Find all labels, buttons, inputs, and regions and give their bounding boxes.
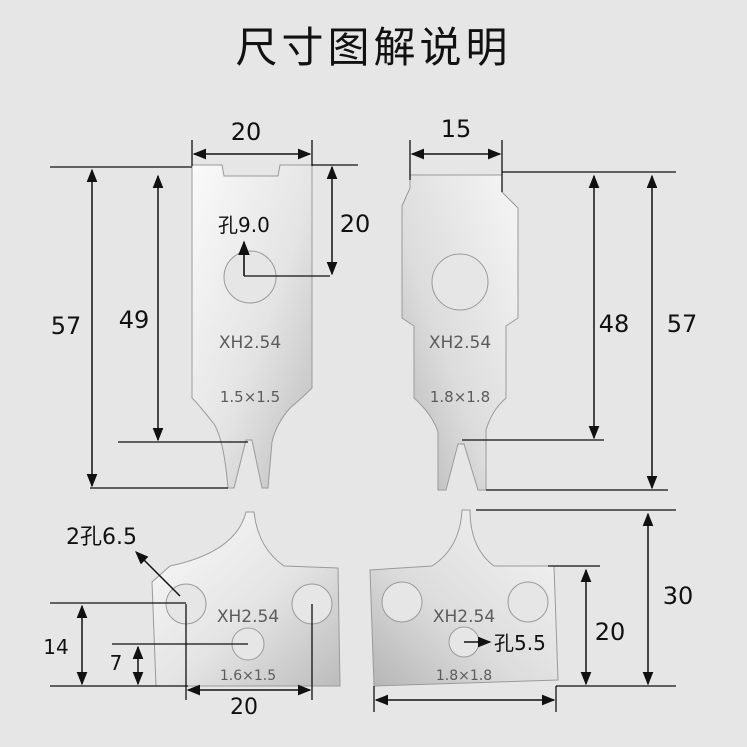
blade-top-right-model: XH2.54 xyxy=(429,333,491,353)
blade-bottom-left: XH2.54 1.6×1.5 2孔6.5 14 7 20 xyxy=(43,511,341,720)
blade-top-right-hole xyxy=(431,253,489,311)
blade-top-right-dim-slot: 48 xyxy=(599,310,630,338)
blade-bottom-left-dim-width: 20 xyxy=(230,695,258,720)
blade-top-left-size: 1.5×1.5 xyxy=(220,388,280,406)
blade-top-right-dim-total: 57 xyxy=(667,310,698,338)
blade-top-right-size: 1.8×1.8 xyxy=(430,388,490,406)
blade-top-left-dim-hole-depth: 20 xyxy=(340,210,371,238)
blade-bottom-right-hole-left xyxy=(381,581,423,623)
blade-bottom-left-size: 1.6×1.5 xyxy=(220,668,276,684)
blade-bottom-left-dim-hole-height: 14 xyxy=(43,635,68,659)
blade-bottom-right-dim-total: 30 xyxy=(663,582,694,610)
blade-top-left-body xyxy=(191,164,313,489)
blade-top-right-body xyxy=(401,174,519,491)
blade-top-left-hole-label: 孔9.0 xyxy=(218,213,270,237)
blade-top-right: XH2.54 1.8×1.8 15 48 57 xyxy=(401,115,698,491)
page-title: 尺寸图解说明 xyxy=(235,23,512,72)
blade-bottom-right-size: 1.8×1.8 xyxy=(436,668,492,684)
blade-bottom-right-dim-body-height: 20 xyxy=(595,618,626,646)
blade-bottom-left-model: XH2.54 xyxy=(217,607,279,627)
blade-bottom-right-hole-right xyxy=(507,581,549,623)
blade-top-left-dim-total: 57 xyxy=(51,312,82,340)
blade-top-right-dim-width: 15 xyxy=(441,115,472,143)
blade-bottom-right-body xyxy=(369,509,559,687)
blade-top-left-dim-slot: 49 xyxy=(119,306,150,334)
blade-bottom-left-hole-label: 2孔6.5 xyxy=(66,525,137,550)
blade-bottom-left-dim-center-hole: 7 xyxy=(110,651,123,675)
blade-top-left-model: XH2.54 xyxy=(219,333,281,353)
blade-top-left-dim-width: 20 xyxy=(231,118,262,146)
blade-bottom-right: XH2.54 1.8×1.8 孔5.5 20 30 xyxy=(369,509,694,712)
blade-top-left: XH2.54 1.5×1.5 孔9.0 20 20 57 49 xyxy=(50,118,371,489)
blade-bottom-right-hole-label: 孔5.5 xyxy=(494,631,546,655)
blade-bottom-right-model: XH2.54 xyxy=(433,607,495,627)
blade-top-left-hole xyxy=(223,250,277,304)
